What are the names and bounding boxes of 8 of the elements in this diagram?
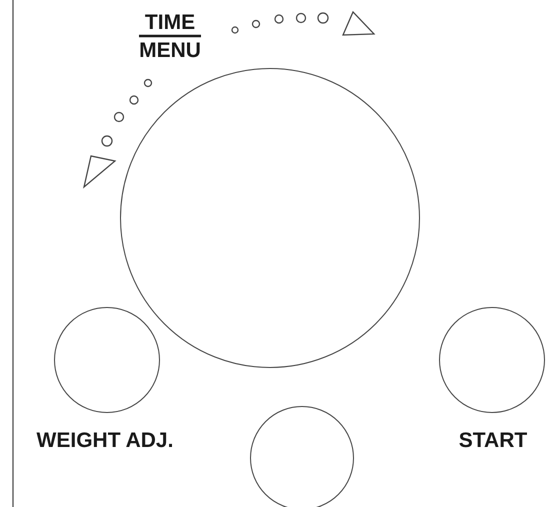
button-label: WEIGHT ADJ.: [36, 430, 174, 451]
button-label: TIME: [144, 12, 196, 33]
button: [250, 406, 354, 507]
dial-knob: [120, 68, 420, 368]
weight-adjust-button: [54, 307, 160, 413]
button-label: MENU: [139, 40, 201, 61]
button-label: START: [458, 430, 528, 451]
start-button: [439, 307, 545, 413]
